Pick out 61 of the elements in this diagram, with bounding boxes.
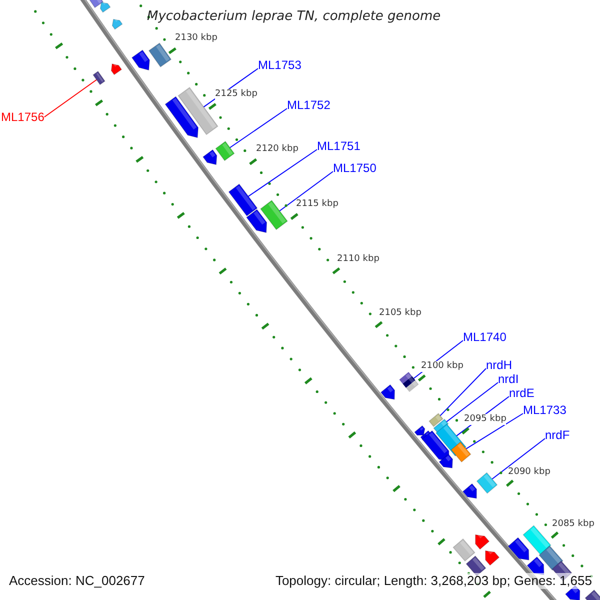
position-label: 2125 kbp: [215, 89, 258, 100]
gene-feature: [526, 556, 544, 576]
accession-text: Accession: NC_002677: [9, 573, 145, 589]
gene-feature: [246, 208, 268, 234]
gene-feature: [260, 200, 288, 230]
position-label: 2120 kbp: [256, 144, 298, 155]
gene-feature: [110, 62, 122, 76]
leader-line: [466, 413, 524, 450]
leader-line: [229, 108, 288, 148]
gene-feature: [522, 525, 552, 555]
gene-feature: [438, 454, 453, 468]
position-label: 2115 kbp: [296, 199, 338, 210]
gene-feature: [100, 1, 111, 13]
gene-label: ML1740: [463, 330, 506, 344]
gene-label: ML1751: [317, 139, 360, 153]
position-label: 2110 kbp: [337, 254, 380, 265]
gene-feature: [215, 140, 235, 162]
position-label: 2130 kbp: [175, 33, 218, 44]
gene-feature: [112, 18, 123, 30]
gene-label: ML1750: [333, 161, 376, 175]
gene-feature: [450, 441, 472, 463]
position-label: 2105 kbp: [379, 308, 422, 319]
gene-label: ML1733: [523, 403, 566, 417]
gene-feature: [148, 42, 172, 68]
gene-feature: [422, 430, 450, 462]
gene-feature: [476, 472, 498, 494]
gene-feature: [428, 412, 444, 428]
gene-label: nrdH: [486, 358, 512, 372]
position-label: 2090 kbp: [508, 467, 550, 478]
leader-line: [440, 368, 486, 416]
gene-feature: [92, 70, 106, 86]
gene-label: ML1752: [287, 98, 330, 112]
leader-line: [492, 438, 546, 480]
gene-feature: [452, 538, 476, 562]
gene-feature: [462, 483, 477, 499]
gene-feature: [508, 537, 530, 561]
gene-label: ML1753: [258, 58, 302, 72]
gene-feature: [584, 589, 600, 600]
gene-feature: [228, 184, 258, 216]
gene-feature: [131, 50, 150, 71]
gene-label: nrdE: [509, 386, 534, 400]
position-label: 2100 kbp: [421, 361, 464, 372]
leader-line: [279, 171, 334, 212]
gene-feature: [399, 372, 419, 392]
gene-feature: [475, 532, 490, 550]
gene-feature: [414, 425, 426, 436]
gene-feature: [485, 548, 500, 566]
gene-feature: [466, 555, 486, 577]
map-title: Mycobacterium leprae TN, complete genome: [147, 9, 441, 24]
gene-feature: [380, 384, 396, 400]
gene-feature: [538, 545, 564, 571]
leader-line: [248, 149, 318, 197]
gene-label: nrdI: [498, 372, 519, 386]
gene-feature: [164, 96, 199, 138]
leader-line: [44, 79, 98, 118]
position-label: 2095 kbp: [464, 414, 506, 425]
leader-line: [446, 382, 498, 422]
gene-feature: [202, 149, 218, 166]
gene-label: ML1756: [1, 110, 44, 124]
position-label: 2085 kbp: [552, 519, 594, 530]
gene-label: nrdF: [545, 428, 570, 442]
